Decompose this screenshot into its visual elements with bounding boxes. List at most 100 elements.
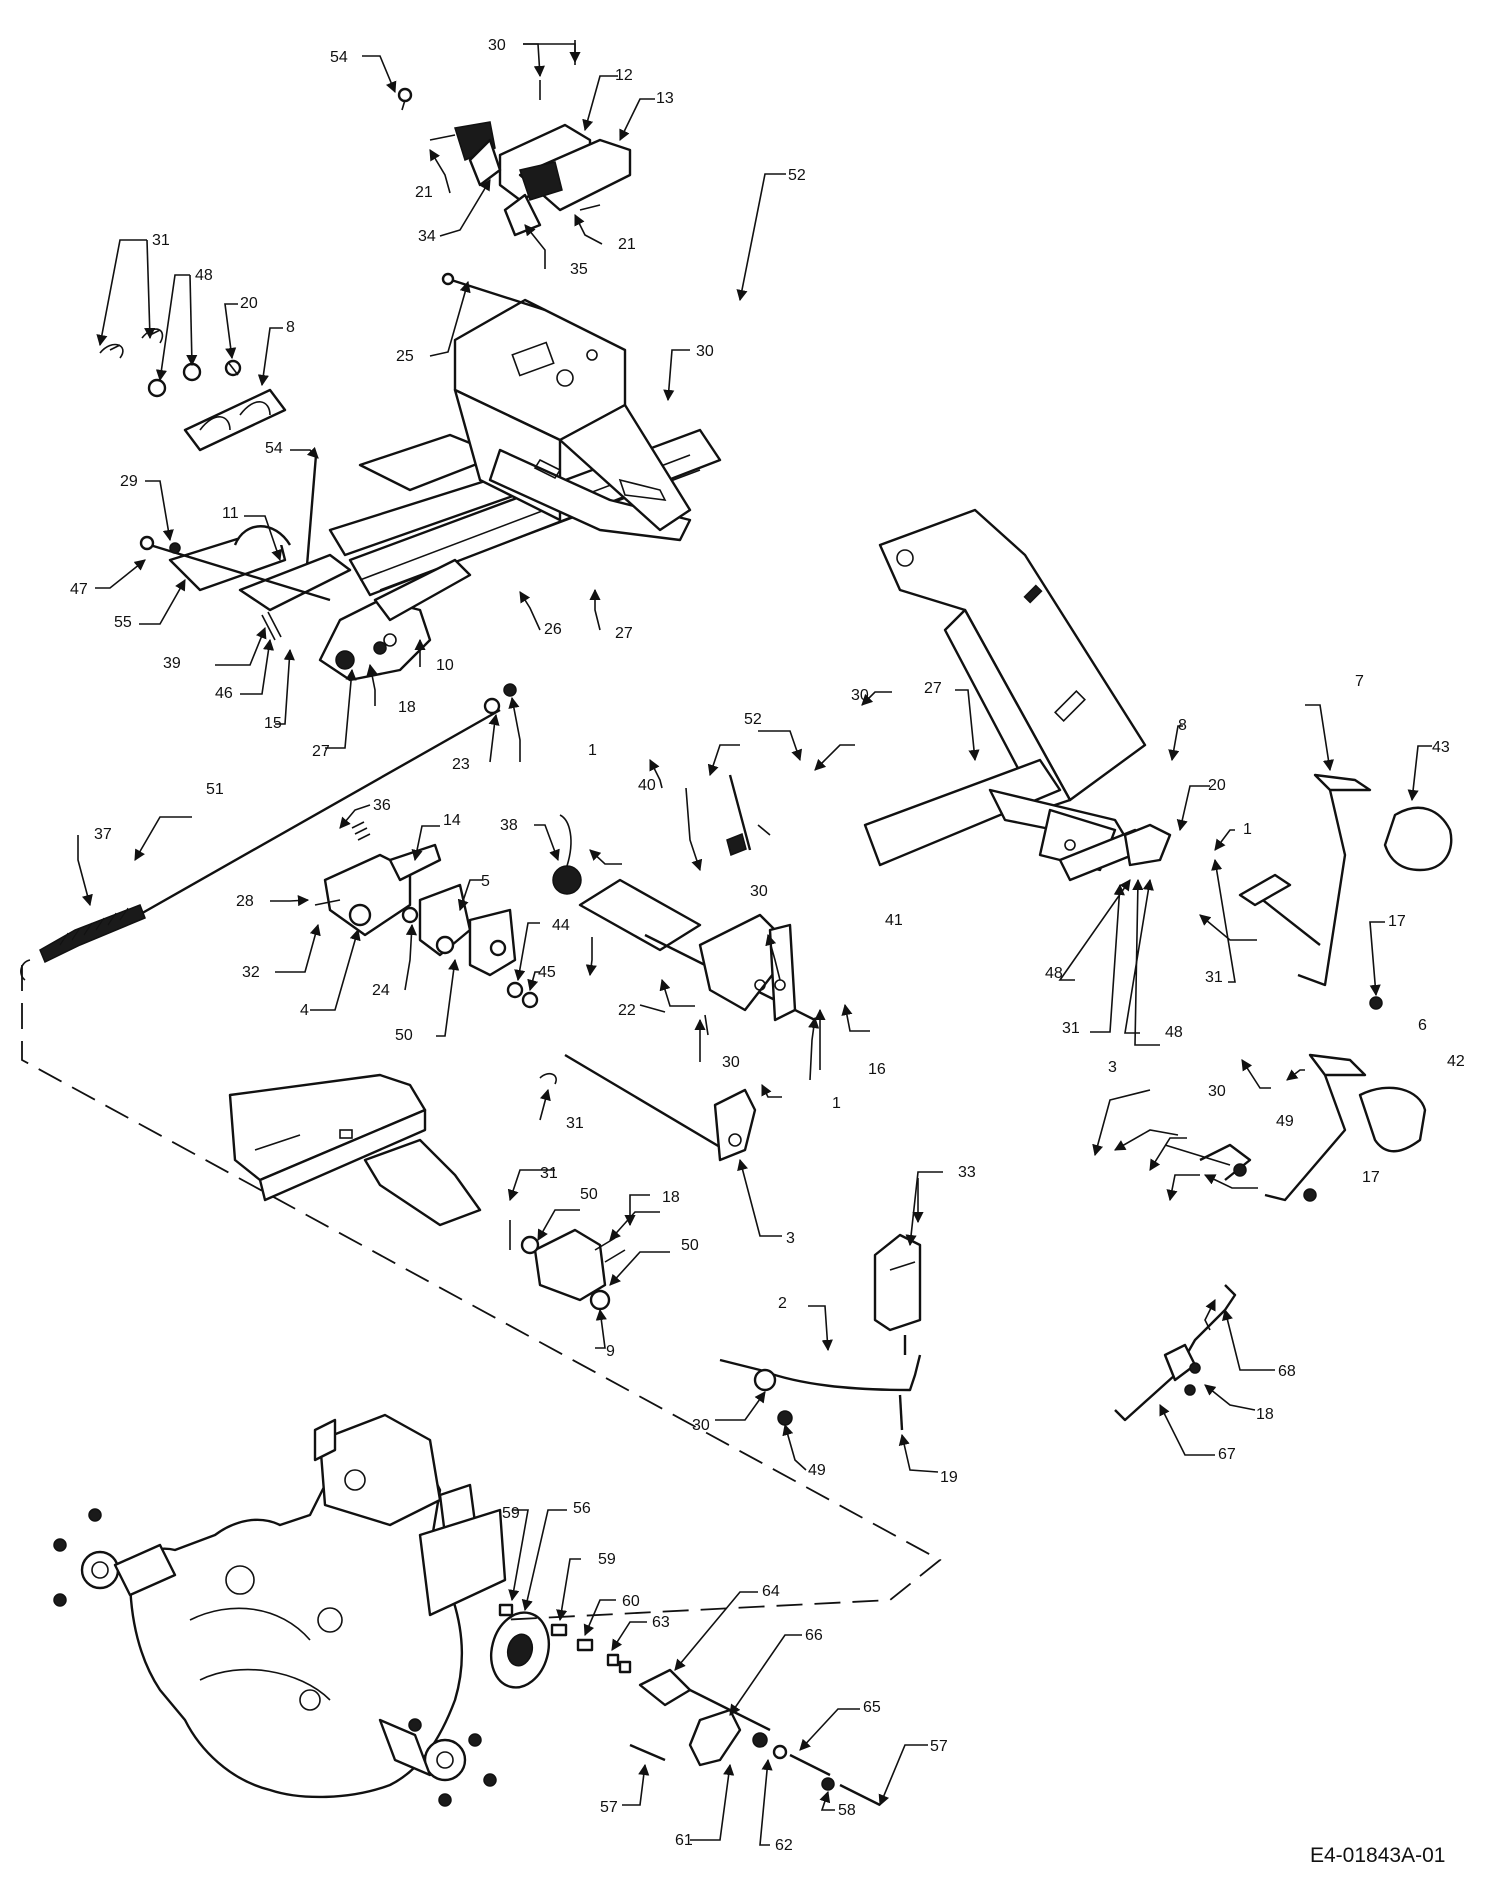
callout-66: 66 bbox=[805, 1627, 823, 1644]
callout-48a: 48 bbox=[195, 267, 213, 284]
callout-29: 29 bbox=[120, 473, 138, 490]
callout-62: 62 bbox=[775, 1837, 793, 1854]
callout-31b: 31 bbox=[1205, 969, 1223, 986]
callout-18c: 18 bbox=[1256, 1406, 1274, 1423]
callout-57a: 57 bbox=[930, 1738, 948, 1755]
callout-3a: 3 bbox=[786, 1230, 795, 1247]
callout-65: 65 bbox=[863, 1699, 881, 1716]
callout-21b: 21 bbox=[618, 236, 636, 253]
callout-47: 47 bbox=[70, 581, 88, 598]
callout-30a: 30 bbox=[488, 37, 506, 54]
callout-27a: 27 bbox=[615, 625, 633, 642]
callout-63: 63 bbox=[652, 1614, 670, 1631]
callout-2: 2 bbox=[778, 1295, 787, 1312]
callout-15: 15 bbox=[264, 715, 282, 732]
callout-3b: 3 bbox=[1108, 1059, 1117, 1076]
callout-7: 7 bbox=[1355, 673, 1364, 690]
callout-32: 32 bbox=[242, 964, 260, 981]
callout-46: 46 bbox=[215, 685, 233, 702]
callout-4: 4 bbox=[300, 1002, 309, 1019]
callout-12: 12 bbox=[615, 67, 633, 84]
callout-57b: 57 bbox=[600, 1799, 618, 1816]
callout-6: 6 bbox=[1418, 1017, 1427, 1034]
callout-1b: 1 bbox=[832, 1095, 841, 1112]
callout-60: 60 bbox=[622, 1593, 640, 1610]
callout-30d: 30 bbox=[750, 883, 768, 900]
callout-59b: 59 bbox=[598, 1551, 616, 1568]
callout-39: 39 bbox=[163, 655, 181, 672]
callout-27c: 27 bbox=[924, 680, 942, 697]
callout-68: 68 bbox=[1278, 1363, 1296, 1380]
callout-44: 44 bbox=[552, 917, 570, 934]
callout-55: 55 bbox=[114, 614, 132, 631]
callout-64: 64 bbox=[762, 1583, 780, 1600]
callout-24: 24 bbox=[372, 982, 390, 999]
callout-30g: 30 bbox=[692, 1417, 710, 1434]
callout-33: 33 bbox=[958, 1164, 976, 1181]
callout-48c: 48 bbox=[1165, 1024, 1183, 1041]
callout-35: 35 bbox=[570, 261, 588, 278]
callout-21a: 21 bbox=[415, 184, 433, 201]
callout-45: 45 bbox=[538, 964, 556, 981]
cable-path-dashed bbox=[21, 965, 942, 1621]
callout-54b: 54 bbox=[265, 440, 283, 457]
callout-56: 56 bbox=[573, 1500, 591, 1517]
callout-50a: 50 bbox=[395, 1027, 413, 1044]
callout-52a: 52 bbox=[788, 167, 806, 184]
callout-9: 9 bbox=[606, 1343, 615, 1360]
callout-20a: 20 bbox=[240, 295, 258, 312]
callout-50b: 50 bbox=[580, 1186, 598, 1203]
callout-37: 37 bbox=[94, 826, 112, 843]
callout-30f: 30 bbox=[1208, 1083, 1226, 1100]
callout-31a: 31 bbox=[152, 232, 170, 249]
callout-30c: 30 bbox=[851, 687, 869, 704]
center-linkage bbox=[20, 683, 816, 1162]
callout-40: 40 bbox=[638, 777, 656, 794]
callout-17a: 17 bbox=[1388, 913, 1406, 930]
callout-8a: 8 bbox=[286, 319, 295, 336]
callout-19: 19 bbox=[940, 1469, 958, 1486]
callout-41: 41 bbox=[885, 912, 903, 929]
callout-34: 34 bbox=[418, 228, 436, 245]
callout-30b: 30 bbox=[696, 343, 714, 360]
upper-frame-assembly bbox=[303, 40, 722, 597]
callout-58: 58 bbox=[838, 1802, 856, 1819]
right-frame-assembly bbox=[863, 508, 1453, 1202]
callout-10: 10 bbox=[436, 657, 454, 674]
callout-42: 42 bbox=[1447, 1053, 1465, 1070]
callout-16: 16 bbox=[868, 1061, 886, 1078]
callout-30e: 30 bbox=[722, 1054, 740, 1071]
callout-18a: 18 bbox=[398, 699, 416, 716]
callout-1c: 1 bbox=[1243, 821, 1252, 838]
callout-5: 5 bbox=[481, 873, 490, 890]
callout-28: 28 bbox=[236, 893, 254, 910]
callout-31c: 31 bbox=[1062, 1020, 1080, 1037]
callout-38: 38 bbox=[500, 817, 518, 834]
callout-14: 14 bbox=[443, 812, 461, 829]
callout-1a: 1 bbox=[588, 742, 597, 759]
callout-54a: 54 bbox=[330, 49, 348, 66]
callout-51: 51 bbox=[206, 781, 224, 798]
callout-8b: 8 bbox=[1178, 717, 1187, 734]
callout-18b: 18 bbox=[662, 1189, 680, 1206]
callout-31d: 31 bbox=[566, 1115, 584, 1132]
callout-31e: 31 bbox=[540, 1165, 558, 1182]
callout-22: 22 bbox=[618, 1002, 636, 1019]
callout-67: 67 bbox=[1218, 1446, 1236, 1463]
callout-43: 43 bbox=[1432, 739, 1450, 756]
callout-20b: 20 bbox=[1208, 777, 1226, 794]
callout-26: 26 bbox=[544, 621, 562, 638]
callout-48b: 48 bbox=[1045, 965, 1063, 982]
left-pivot-assembly bbox=[99, 328, 472, 682]
callout-labels: 1 1 1 2 3 3 4 5 6 7 8 8 9 10 11 12 13 14… bbox=[70, 37, 1465, 1854]
callout-49a: 49 bbox=[1276, 1113, 1294, 1130]
callout-49b: 49 bbox=[808, 1462, 826, 1479]
transmission-assembly bbox=[53, 1413, 881, 1807]
drawing-number: E4-01843A-01 bbox=[1310, 1844, 1445, 1867]
leader-lines bbox=[77, 43, 1432, 1846]
callout-50c: 50 bbox=[681, 1237, 699, 1254]
callout-52b: 52 bbox=[744, 711, 762, 728]
callout-13: 13 bbox=[656, 90, 674, 107]
callout-25: 25 bbox=[396, 348, 414, 365]
